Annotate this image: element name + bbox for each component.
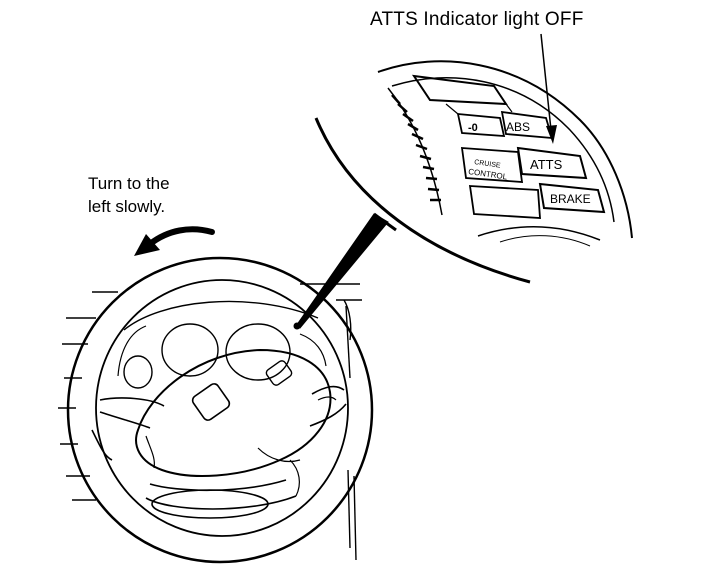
gauge-right [225, 323, 291, 381]
indicator-callout-label: ATTS Indicator light OFF [370, 9, 584, 30]
turn-instruction-line1: Turn to the [88, 174, 170, 193]
panel-label-atts: ATTS [530, 157, 563, 172]
panel-label-abs: ABS [506, 120, 530, 134]
gauge-left [161, 323, 219, 377]
spoke-left [91, 397, 165, 461]
emblem [191, 383, 231, 421]
lower-cover [151, 489, 269, 519]
turn-instruction: Turn to the left slowly. [88, 172, 170, 218]
panel-label-brake: BRAKE [550, 192, 591, 206]
gauge-ticks [391, 94, 441, 202]
panel-label-cruise-line1: CRUISE [474, 159, 501, 170]
steering-wheel [66, 256, 374, 564]
panel-label-small-symbol: -0 [468, 122, 478, 134]
turn-instruction-line2: left slowly. [88, 197, 166, 216]
wheel-rim-outer [66, 256, 374, 564]
spoke-right [309, 385, 347, 427]
gauge-small [123, 355, 153, 389]
wheel-rim-inner [95, 279, 349, 537]
indicator-arrow [540, 33, 557, 144]
horn-badge [265, 360, 293, 386]
instrument-panel-inset [314, 60, 633, 284]
magnify-pointer [293, 212, 397, 330]
dashboard-lines [58, 283, 362, 561]
turn-left-arrow [134, 226, 215, 256]
